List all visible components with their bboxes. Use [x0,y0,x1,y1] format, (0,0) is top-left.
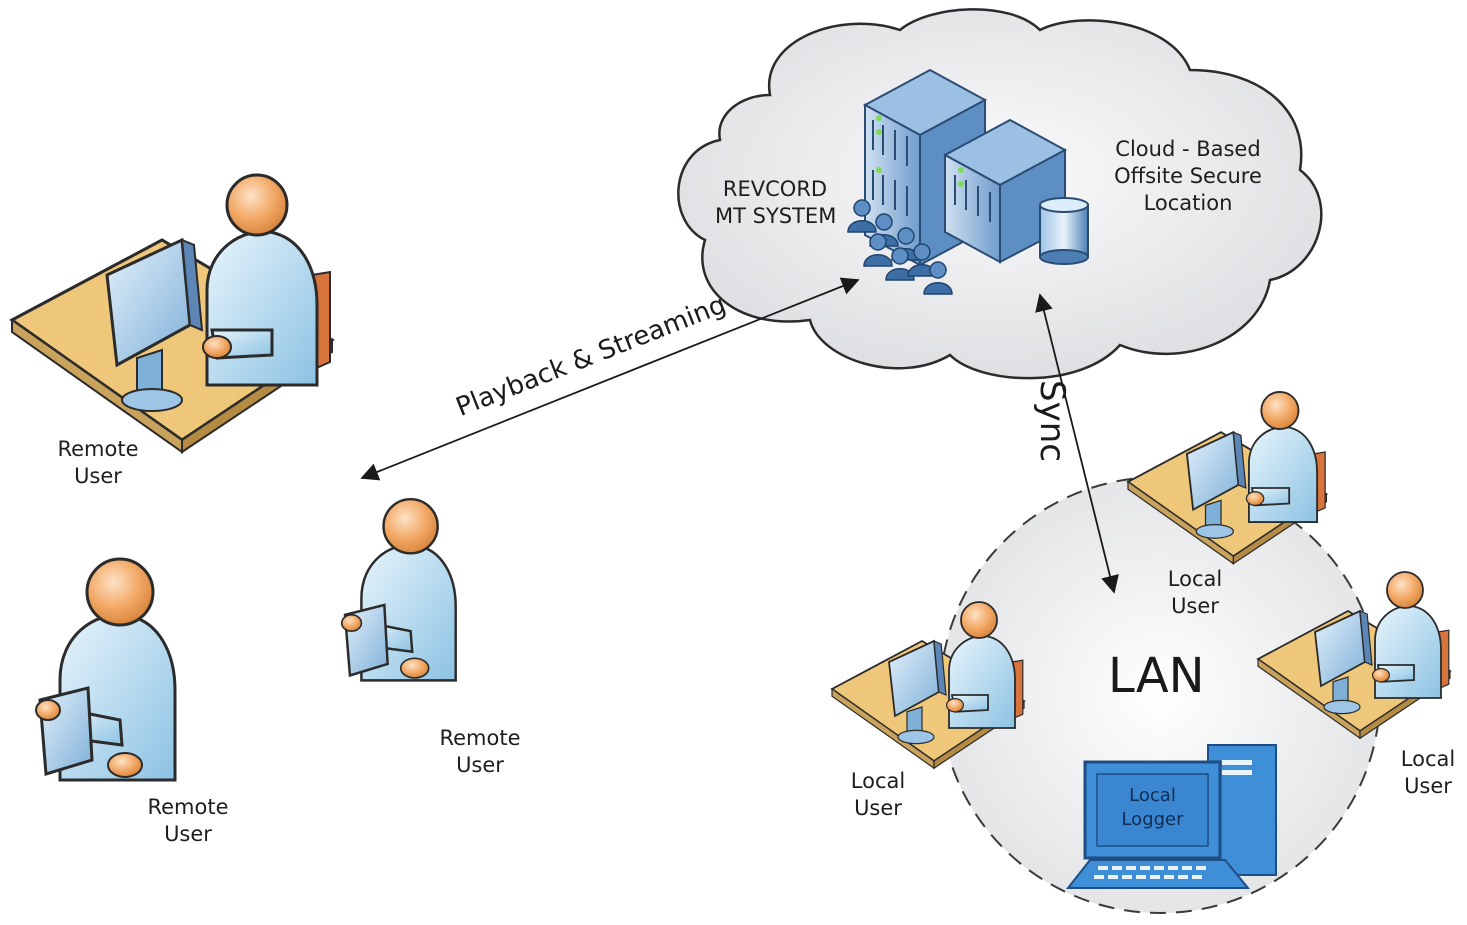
sync-arrow [1035,293,1119,594]
local-logger-line2: Logger [1121,809,1184,830]
sync-label: Sync [1032,380,1072,462]
remote-user-workstation-icon [10,173,334,454]
remote-user-1-label: Remote User [48,436,148,490]
local-user-1-line1: Local [1167,567,1223,591]
cloud-location-line1: Cloud - Based [1115,137,1261,161]
lan-label: LAN [1108,648,1205,704]
cloud-location-line3: Location [1143,191,1233,215]
remote-user-3-line2: User [456,753,504,777]
local-logger-label: Local Logger [1097,784,1208,832]
cloud-system-line2: MT SYSTEM [715,204,837,228]
local-user-3-line2: User [1404,774,1452,798]
remote-user-1-line2: User [74,464,122,488]
database-icon [1039,197,1089,265]
local-logger-line1: Local [1129,785,1176,806]
remote-user-2-line1: Remote [147,795,229,819]
cloud-system-line1: REVCORD [722,177,828,201]
remote-user-3-label: Remote User [430,725,530,779]
local-user-1-label: Local User [1160,566,1230,620]
local-user-2-line2: User [854,796,902,820]
local-logger-computer-icon [1065,744,1277,889]
remote-user-1-line1: Remote [57,437,139,461]
remote-user-3-line1: Remote [439,726,521,750]
local-user-1-line2: User [1171,594,1219,618]
local-user-2-line1: Local [850,769,906,793]
remote-user-2-label: Remote User [138,794,238,848]
remote-user-tablet-icon [34,557,177,782]
local-user-3-line1: Local [1400,747,1456,771]
local-user-2-label: Local User [843,768,913,822]
cloud-system-label: REVCORD MT SYSTEM [715,176,837,230]
cloud-location-line2: Offsite Secure [1114,164,1262,188]
local-user-3-label: Local User [1393,746,1463,800]
remote-user-2-line2: User [164,822,212,846]
playback-arrow [360,277,860,481]
remote-user-handheld-icon [340,497,457,682]
cloud-location-label: Cloud - Based Offsite Secure Location [1110,136,1266,217]
